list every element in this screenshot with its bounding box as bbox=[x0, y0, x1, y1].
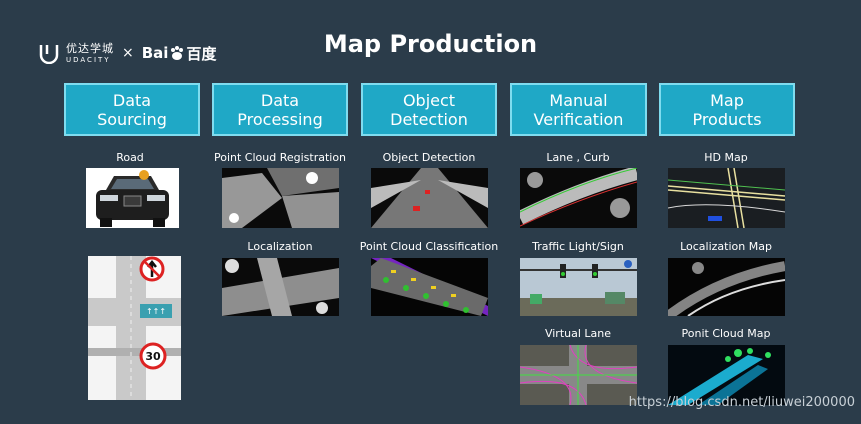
column-header-manual-verification: Manual Verification bbox=[510, 83, 647, 136]
caption-traffic-light-sign: Traffic Light/Sign bbox=[532, 240, 624, 253]
logo-separator: × bbox=[122, 45, 134, 61]
udacity-baidu-logo: 优达学城 UDACITY × Bai 百度 bbox=[38, 40, 216, 66]
caption-point-cloud-classification: Point Cloud Classification bbox=[359, 240, 499, 253]
svg-text:↑↑↑: ↑↑↑ bbox=[146, 307, 166, 316]
caption-point-cloud-registration: Point Cloud Registration bbox=[213, 151, 347, 164]
speed-limit-text: 30 bbox=[145, 350, 161, 363]
point-cloud-map-image bbox=[668, 345, 785, 405]
baidu-latin-text: Bai bbox=[141, 44, 169, 62]
baidu-paw-icon bbox=[171, 46, 184, 60]
point-cloud-classification-image bbox=[371, 258, 488, 316]
caption-localization: Localization bbox=[247, 240, 313, 253]
caption-hd-map: HD Map bbox=[704, 151, 748, 164]
page-title: Map Production bbox=[323, 30, 538, 58]
udacity-en-text: UDACITY bbox=[66, 55, 111, 64]
lane-curb-image bbox=[520, 168, 637, 228]
traffic-light-sign-image bbox=[520, 258, 637, 316]
caption-lane-curb: Lane , Curb bbox=[546, 151, 610, 164]
column-header-object-detection: Object Detection bbox=[361, 83, 497, 136]
caption-virtual-lane: Virtual Lane bbox=[544, 327, 612, 340]
virtual-lane-image bbox=[520, 345, 637, 405]
column-header-data-sourcing: Data Sourcing bbox=[64, 83, 200, 136]
localization-map-image bbox=[668, 258, 785, 316]
column-header-data-processing: Data Processing bbox=[212, 83, 348, 136]
hd-map-image bbox=[668, 168, 785, 228]
point-cloud-registration-image bbox=[222, 168, 339, 228]
object-detection-image bbox=[371, 168, 488, 228]
udacity-u-icon bbox=[39, 45, 59, 64]
watermark-url: https://blog.csdn.net/liuwei200000 bbox=[628, 395, 855, 410]
caption-point-cloud-map: Ponit Cloud Map bbox=[681, 327, 771, 340]
car-image bbox=[86, 168, 179, 228]
baidu-logo: Bai 百度 bbox=[142, 43, 217, 64]
baidu-cn-text: 百度 bbox=[186, 44, 217, 63]
column-header-map-products: Map Products bbox=[659, 83, 795, 136]
caption-road: Road bbox=[116, 151, 144, 164]
road-signs-image: ↑↑↑ 30 bbox=[88, 256, 181, 400]
caption-object-detection: Object Detection bbox=[382, 151, 476, 164]
udacity-cn-text: 优达学城 bbox=[66, 41, 114, 55]
localization-image bbox=[222, 258, 339, 316]
caption-localization-map: Localization Map bbox=[680, 240, 772, 253]
